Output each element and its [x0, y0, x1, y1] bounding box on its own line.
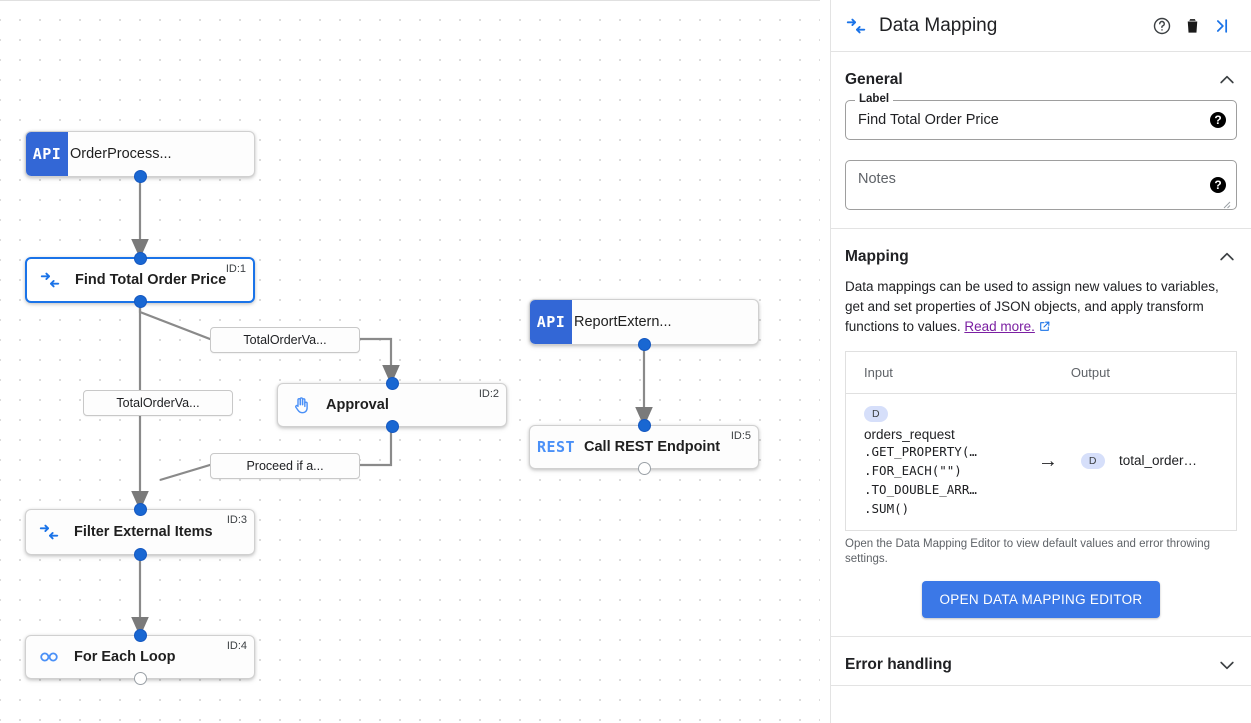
- flow-node-approval[interactable]: Approval ID:2: [277, 377, 507, 433]
- help-icon[interactable]: [1147, 11, 1177, 41]
- node-port-top[interactable]: [133, 629, 147, 642]
- error-handling-section: Error handling: [831, 637, 1251, 685]
- node-port-bottom[interactable]: [385, 420, 399, 433]
- transform-chain-line: .FOR_EACH(""): [864, 463, 962, 478]
- chevron-down-icon[interactable]: [1217, 655, 1237, 675]
- flow-node-for-each-loop[interactable]: For Each Loop ID:4: [25, 629, 255, 685]
- node-label: Filter External Items: [74, 524, 213, 540]
- node-type-badge: API: [530, 300, 572, 344]
- node-port-top[interactable]: [637, 419, 651, 432]
- section-divider-2: [831, 636, 1251, 637]
- data-mapping-icon: [26, 521, 72, 543]
- chevron-up-icon[interactable]: [1217, 247, 1237, 267]
- edge-layer: [131, 178, 653, 637]
- label-field[interactable]: Label Find Total Order Price ?: [845, 93, 1237, 140]
- hand-icon: [278, 395, 324, 416]
- mapping-description: Data mappings can be used to assign new …: [845, 277, 1237, 351]
- notes-field[interactable]: Notes ?: [845, 160, 1237, 210]
- mapping-table-row[interactable]: D orders_request .GET_PROPERTY(… .FOR_EAC…: [846, 394, 1237, 531]
- resize-handle-icon[interactable]: [1221, 196, 1231, 209]
- node-label: For Each Loop: [74, 649, 176, 665]
- input-variable-name: orders_request: [864, 427, 955, 442]
- label-field-value: Find Total Order Price: [858, 112, 999, 128]
- node-label: Find Total Order Price: [75, 272, 227, 288]
- open-data-mapping-editor-button[interactable]: OPEN DATA MAPPING EDITOR: [921, 581, 1161, 618]
- node-port-bottom[interactable]: [637, 338, 651, 351]
- node-port-top[interactable]: [385, 377, 399, 390]
- node-type-badge: REST: [536, 438, 576, 456]
- page-title: Data Mapping: [879, 14, 998, 36]
- mapping-table: Input Output D orders_request .GET_PROPE…: [845, 351, 1237, 531]
- general-section-title: General: [845, 71, 903, 88]
- error-handling-section-header[interactable]: Error handling: [845, 637, 1237, 685]
- edge-label[interactable]: TotalOrderVa...: [210, 327, 360, 353]
- node-port-bottom[interactable]: [133, 548, 147, 561]
- external-link-icon[interactable]: [1038, 319, 1051, 339]
- label-help-icon[interactable]: ?: [1210, 112, 1226, 128]
- edge-label[interactable]: TotalOrderVa...: [83, 390, 233, 416]
- mapping-section: Mapping Data mappings can be used to ass…: [831, 229, 1251, 636]
- section-divider-3: [831, 685, 1251, 686]
- transform-chain-line: .GET_PROPERTY(…: [864, 444, 977, 459]
- mapping-arrow-icon: →: [1037, 449, 1058, 472]
- canvas-panel-gap: [820, 0, 830, 723]
- mapping-description-text: Data mappings can be used to assign new …: [845, 279, 1219, 334]
- general-section: General Label Find Total Order Price ? N…: [831, 52, 1251, 228]
- mapping-section-title: Mapping: [845, 248, 909, 265]
- output-cell: D total_order…: [1063, 394, 1237, 531]
- node-label: ReportExtern...: [574, 314, 672, 330]
- trash-icon[interactable]: [1177, 11, 1207, 41]
- properties-panel: Data Mapping Gener: [830, 0, 1251, 723]
- notes-help-icon[interactable]: ?: [1210, 177, 1226, 193]
- mapping-section-header[interactable]: Mapping: [845, 229, 1237, 277]
- node-port-bottom[interactable]: [133, 672, 147, 685]
- input-transform-chain: .GET_PROPERTY(… .FOR_EACH("") .TO_DOUBLE_A…: [864, 442, 1015, 518]
- input-cell: D orders_request .GET_PROPERTY(… .FOR_EAC…: [846, 394, 1015, 531]
- infinity-icon: [26, 645, 72, 669]
- edge-label[interactable]: Proceed if a...: [210, 453, 360, 479]
- collapse-panel-icon[interactable]: [1207, 11, 1237, 41]
- error-handling-section-title: Error handling: [845, 656, 952, 673]
- notes-placeholder: Notes: [858, 171, 896, 187]
- node-port-top[interactable]: [133, 252, 147, 265]
- general-section-header[interactable]: General: [845, 52, 1237, 100]
- flow-node-filter-external-items[interactable]: Filter External Items ID:3: [25, 503, 255, 561]
- column-input: Input: [845, 351, 1015, 394]
- mapping-table-header: Input Output: [845, 351, 1237, 394]
- panel-header: Data Mapping: [831, 0, 1251, 52]
- chevron-up-icon[interactable]: [1217, 70, 1237, 90]
- node-id-label: ID:1: [225, 263, 246, 275]
- node-port-bottom[interactable]: [637, 462, 651, 475]
- label-field-legend: Label: [855, 93, 894, 105]
- node-label: Call REST Endpoint: [584, 439, 721, 455]
- read-more-link[interactable]: Read more.: [964, 319, 1035, 334]
- node-port-bottom[interactable]: [133, 170, 147, 183]
- input-type-badge: D: [864, 406, 888, 422]
- node-id-label: ID:4: [226, 640, 247, 652]
- node-label: OrderProcess...: [70, 146, 172, 162]
- data-mapping-icon: [27, 269, 73, 291]
- mapping-hint: Open the Data Mapping Editor to view def…: [845, 538, 1211, 565]
- data-mapping-icon: [845, 15, 871, 37]
- node-label: Approval: [326, 397, 389, 413]
- output-type-badge: D: [1080, 452, 1105, 469]
- node-id-label: ID:2: [478, 388, 499, 400]
- node-type-badge: API: [26, 132, 68, 176]
- transform-chain-line: .TO_DOUBLE_ARR…: [864, 482, 977, 497]
- canvas-top-divider: [0, 0, 820, 1]
- flow-node-call-rest-endpoint[interactable]: REST Call REST Endpoint ID:5: [529, 419, 759, 475]
- section-divider-1: [831, 228, 1251, 229]
- node-port-top[interactable]: [133, 503, 147, 516]
- transform-chain-line: .SUM(): [864, 501, 910, 516]
- node-id-label: ID:5: [730, 430, 751, 442]
- node-id-label: ID:3: [226, 514, 247, 526]
- output-variable-name: total_order…: [1118, 453, 1198, 469]
- node-port-bottom[interactable]: [133, 295, 147, 308]
- column-output: Output: [1062, 351, 1237, 394]
